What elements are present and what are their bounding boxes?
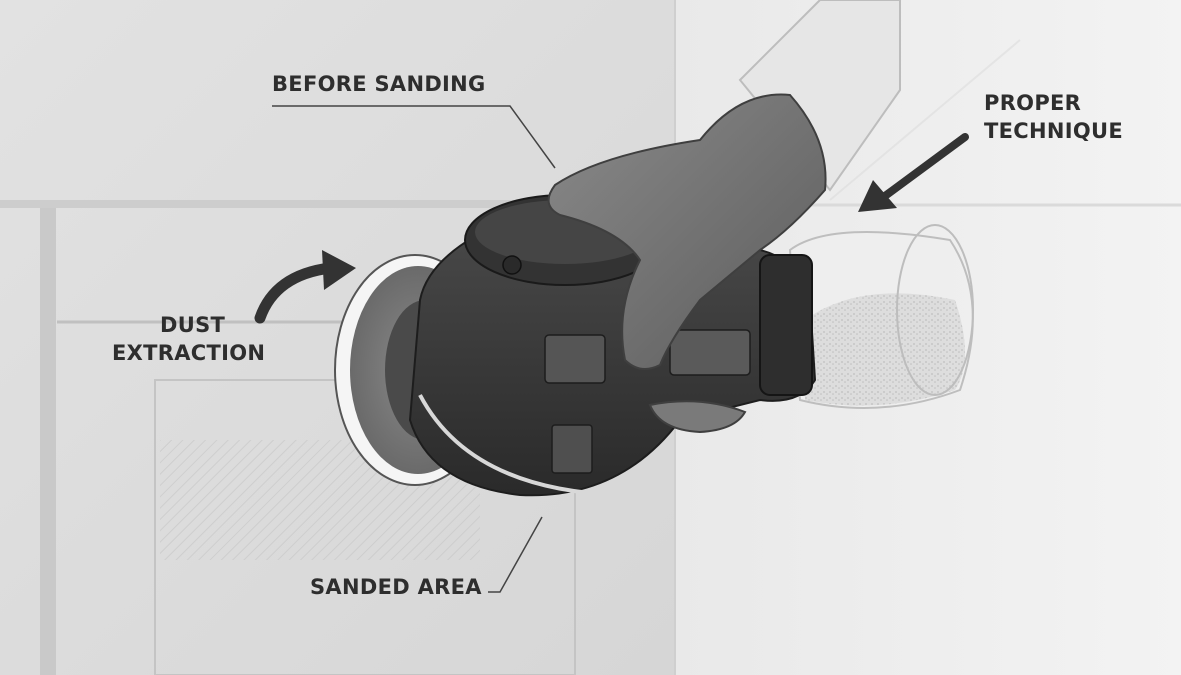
dust-extraction-line-1: DUST [160, 313, 226, 337]
dust-canister [788, 224, 974, 409]
dust-extraction-line-2: EXTRACTION [112, 341, 266, 365]
sanded-area-label: SANDED AREA [310, 575, 482, 599]
proper-technique-line-2: TECHNIQUE [984, 119, 1123, 143]
proper-technique-label: PROPER TECHNIQUE [984, 89, 1123, 145]
proper-technique-arrow [858, 133, 969, 212]
gloved-hand [547, 93, 827, 434]
proper-technique-line-1: PROPER [984, 91, 1082, 115]
leader-lines [272, 105, 556, 593]
dust-extraction-arrow [254, 250, 356, 324]
dust-extraction-label: DUST EXTRACTION [112, 311, 265, 367]
before-sanding-label: BEFORE SANDING [272, 72, 486, 96]
